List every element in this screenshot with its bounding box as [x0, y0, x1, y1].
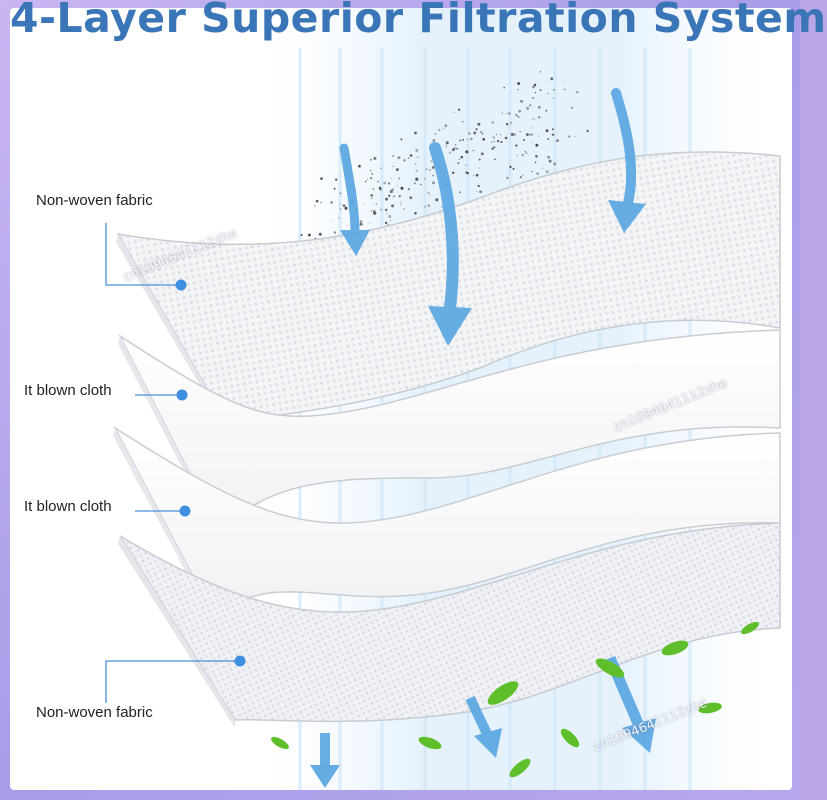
label-meltblown-2: It blown cloth [22, 498, 114, 515]
leaves [271, 621, 759, 778]
callout-dots [175, 279, 246, 667]
layer-nonwoven-bottom [118, 522, 781, 728]
product-image: 4-Layer Superior Filtration System Non-w… [10, 0, 826, 790]
leaf-icon [741, 621, 759, 635]
arrow-icon [339, 143, 370, 256]
arrow-icon [428, 142, 472, 346]
leaf-icon [418, 736, 442, 750]
leaf-icon [560, 728, 580, 748]
leaf-icon [661, 640, 689, 656]
filtration-diagram [105, 8, 781, 790]
leaf-icon [509, 758, 531, 778]
label-nonwoven-bottom: Non-woven fabric [34, 704, 155, 721]
leaf-icon [271, 736, 289, 750]
leaf-icon [595, 658, 625, 678]
callout-leaders [105, 223, 238, 703]
label-meltblown-1: It blown cloth [22, 382, 114, 399]
leaf-icon [487, 681, 519, 705]
label-nonwoven-top: Non-woven fabric [34, 192, 155, 209]
arrow-icon [310, 733, 340, 788]
page-title: 4-Layer Superior Filtration System [10, 0, 827, 42]
arrow-icon [608, 88, 646, 233]
arrow-icon [465, 695, 502, 758]
leaf-icon [698, 702, 722, 714]
